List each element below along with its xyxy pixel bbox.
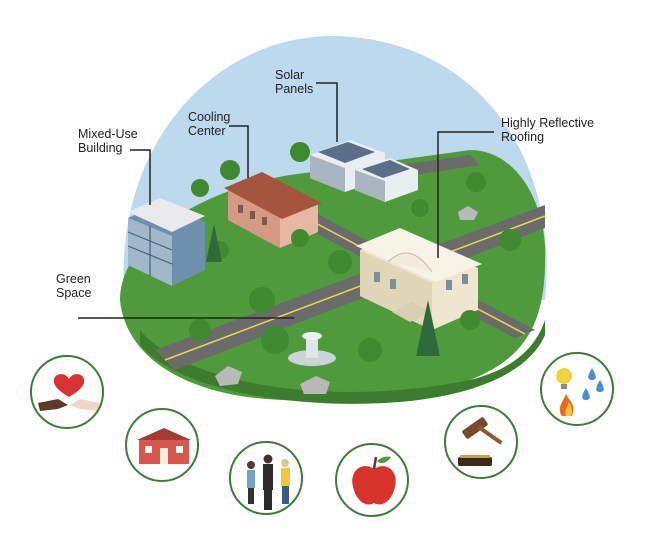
people-icon [229, 441, 303, 515]
rock [215, 366, 242, 386]
rock [458, 206, 478, 220]
callout-solar-panels: Solar Panels [275, 68, 314, 96]
hazards-icon [540, 352, 614, 426]
mixed-use-building [127, 198, 205, 286]
apple-icon [335, 443, 409, 517]
callout-green-space: Green Space [56, 272, 92, 300]
callout-lines [78, 82, 494, 319]
gavel-icon [444, 405, 518, 479]
trees [189, 142, 521, 362]
red-house-icon [125, 408, 199, 482]
fountain [288, 332, 336, 366]
reflective-roof-building [356, 228, 482, 330]
callout-reflective-roofing: Highly Reflective Roofing [501, 116, 595, 144]
rock [300, 376, 330, 394]
cooling-center-building [224, 172, 322, 248]
callout-cooling-center: Cooling Center [188, 110, 231, 138]
callout-mixed-use-building: Mixed-Use Building [78, 127, 138, 155]
heart-hands-icon [30, 355, 104, 429]
solar-panel-buildings [310, 140, 418, 202]
